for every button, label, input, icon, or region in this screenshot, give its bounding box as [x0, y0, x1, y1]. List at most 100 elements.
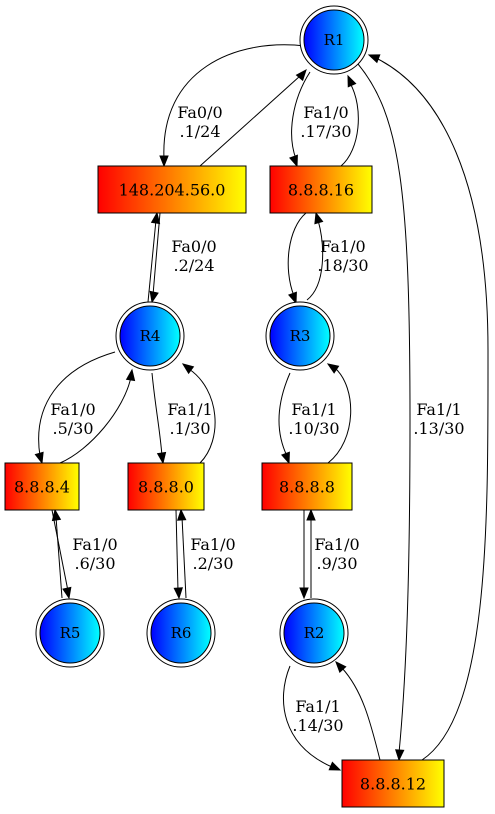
edge-r6-to-0 — [181, 516, 187, 599]
arrowhead-0-to-r4 — [181, 363, 195, 375]
subnet-node-n12: 8.8.8.12 — [341, 759, 445, 808]
arrowhead-r1-to-148 — [159, 155, 169, 168]
subnet-box — [127, 462, 205, 511]
edge-label-r1-12: Fa1/1.13/30 — [413, 400, 464, 438]
arrowhead-r4-to-148 — [150, 211, 161, 225]
arrowhead-r5-to-4 — [51, 508, 62, 522]
edge-4-to-r5 — [51, 509, 69, 592]
arrowhead-r6-to-0 — [177, 508, 187, 521]
arrowhead-16-to-r3 — [288, 291, 297, 305]
arrowhead-16-to-r1 — [347, 74, 357, 88]
interface-name: Fa0/0 — [177, 103, 222, 122]
arrowhead-r4-to-0 — [156, 451, 167, 465]
ip-address: .9/30 — [316, 554, 357, 573]
router-circle — [119, 305, 181, 367]
edge-4-to-r4 — [59, 376, 132, 464]
subnet-node-n8: 8.8.8.8 — [261, 462, 353, 511]
edge-12-to-r2 — [341, 667, 381, 761]
edges-layer — [34, 44, 489, 771]
edge-r1-to-148 — [163, 44, 306, 160]
edge-8-to-r3 — [327, 367, 352, 464]
arrowhead-8-to-r3 — [326, 363, 340, 374]
edge-label-r4-0: Fa1/1.1/30 — [167, 400, 212, 438]
arrowhead-r3-to-8 — [281, 451, 290, 465]
interface-name: Fa1/0 — [50, 400, 95, 419]
arrowhead-0-to-r6 — [173, 587, 183, 600]
ip-address: .1/30 — [169, 419, 210, 438]
interface-name: Fa1/0 — [314, 535, 359, 554]
arrowhead-r1-to-16 — [289, 154, 298, 168]
ip-address: .1/24 — [179, 122, 220, 141]
router-label: R3 — [290, 327, 311, 345]
edge-label-r3-8: Fa1/1.10/30 — [288, 400, 339, 438]
subnet-label: 8.8.8.8 — [279, 478, 335, 497]
router-node-r1: R1 — [299, 5, 369, 75]
edge-16-to-r3 — [287, 212, 307, 297]
subnet-label: 8.8.8.4 — [14, 478, 70, 497]
subnet-box — [261, 462, 353, 511]
router-label: R1 — [324, 31, 345, 49]
router-label: R2 — [304, 624, 325, 642]
edge-r1-to-16 — [291, 71, 311, 160]
edge-label-r4-148: Fa0/0.2/24 — [171, 237, 216, 275]
interface-name: Fa0/0 — [171, 237, 216, 256]
edge-16-to-r1 — [340, 82, 359, 167]
arrowhead-r4-to-4 — [34, 451, 44, 465]
router-circle — [39, 602, 101, 664]
edge-label-r1-148: Fa0/0.1/24 — [177, 103, 222, 141]
router-node-r5: R5 — [35, 598, 105, 668]
ip-address: .2/24 — [173, 256, 214, 275]
edge-label-r5-4: Fa1/0.6/30 — [72, 535, 117, 573]
edge-r3-to-8 — [278, 372, 291, 457]
subnet-node-n0: 8.8.8.0 — [127, 462, 205, 511]
edge-0-to-r6 — [175, 509, 179, 592]
router-node-r3: R3 — [265, 301, 335, 371]
subnet-box — [269, 165, 373, 214]
subnet-label: 8.8.8.0 — [138, 478, 194, 497]
subnet-label: 8.8.8.12 — [360, 775, 426, 794]
edge-r2-to-12 — [283, 665, 333, 768]
arrowhead-4-to-r4 — [125, 368, 136, 382]
router-label: R5 — [60, 624, 81, 642]
router-label: R6 — [171, 624, 192, 642]
ip-address: .18/30 — [317, 256, 368, 275]
subnet-node-n4: 8.8.8.4 — [4, 462, 80, 511]
edge-12-to-r1 — [375, 57, 489, 761]
edge-r4-to-4 — [38, 351, 116, 457]
ip-address: .2/30 — [192, 554, 233, 573]
arrowhead-8-to-r2 — [299, 587, 309, 600]
edge-label-r2-8: Fa1/0.9/30 — [314, 535, 359, 573]
edge-label-r4-4: Fa1/0.5/30 — [50, 400, 95, 438]
edge-label-r6-0: Fa1/0.2/30 — [190, 535, 235, 573]
edge-label-r2-12: Fa1/1.14/30 — [292, 697, 343, 735]
edge-r3-to-16 — [306, 219, 324, 301]
ip-address: .6/30 — [74, 554, 115, 573]
interface-name: Fa1/1 — [295, 697, 340, 716]
interface-name: Fa1/0 — [72, 535, 117, 554]
edge-label-r1-16: Fa1/0.17/30 — [300, 103, 351, 141]
interface-name: Fa1/1 — [167, 400, 212, 419]
arrowhead-r2-to-12 — [328, 761, 342, 771]
subnet-label: 8.8.8.16 — [288, 181, 354, 200]
edge-r4-to-0 — [151, 372, 163, 457]
edge-r4-to-148 — [147, 219, 157, 303]
subnet-box — [341, 759, 445, 808]
arrowhead-r1-to-12 — [395, 749, 405, 762]
arrowhead-r3-to-16 — [314, 211, 324, 225]
subnet-box — [4, 462, 80, 511]
arrowhead-148-to-r4 — [149, 290, 159, 304]
router-node-r6: R6 — [146, 598, 216, 668]
interface-name: Fa1/0 — [190, 535, 235, 554]
router-label: R4 — [140, 327, 161, 345]
subnet-box — [97, 165, 247, 214]
arrowhead-148-to-r1 — [295, 68, 307, 82]
ip-address: .17/30 — [300, 122, 351, 141]
router-node-r4: R4 — [115, 301, 185, 371]
edge-148-to-r1 — [199, 75, 301, 167]
ip-address: .14/30 — [292, 716, 343, 735]
router-circle — [303, 9, 365, 71]
interface-name: Fa1/0 — [320, 237, 365, 256]
ip-address: .10/30 — [288, 419, 339, 438]
